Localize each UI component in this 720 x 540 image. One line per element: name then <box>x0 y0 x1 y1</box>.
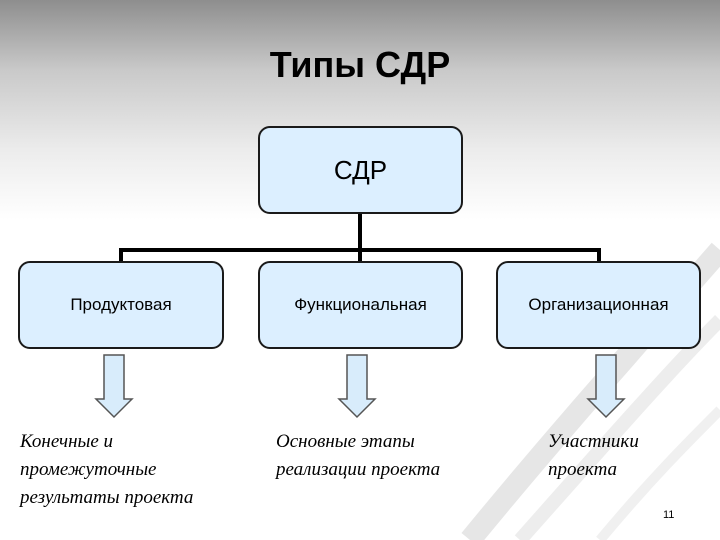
organizational-description: Участники проекта <box>548 428 639 484</box>
slide-title: Типы СДР <box>269 44 451 85</box>
description-line: Конечные и <box>20 431 114 452</box>
down-arrow-icon <box>94 354 134 419</box>
description-line: Основные этапы <box>276 431 415 452</box>
description-line: реализации проекта <box>276 459 441 480</box>
root-node-sdr: СДР <box>258 126 463 214</box>
down-arrow-icon <box>586 354 626 419</box>
node-organizational-label: Организационная <box>528 295 669 314</box>
root-node-label: СДР <box>333 154 388 185</box>
description-line: промежуточные <box>20 459 157 480</box>
product-description: Конечные и промежуточные результаты прое… <box>20 428 193 512</box>
description-line: результаты проекта <box>20 487 194 508</box>
node-product-label: Продуктовая <box>70 295 172 314</box>
down-arrow-icon <box>337 354 377 419</box>
node-organizational: Организационная <box>496 261 701 349</box>
functional-description: Основные этапы реализации проекта <box>276 428 440 484</box>
description-line: Участники <box>548 431 639 452</box>
node-functional: Функциональная <box>258 261 463 349</box>
page-number: 11 <box>663 509 675 521</box>
node-functional-label: Функциональная <box>294 295 427 314</box>
description-line: проекта <box>548 459 618 480</box>
node-product: Продуктовая <box>18 261 224 349</box>
